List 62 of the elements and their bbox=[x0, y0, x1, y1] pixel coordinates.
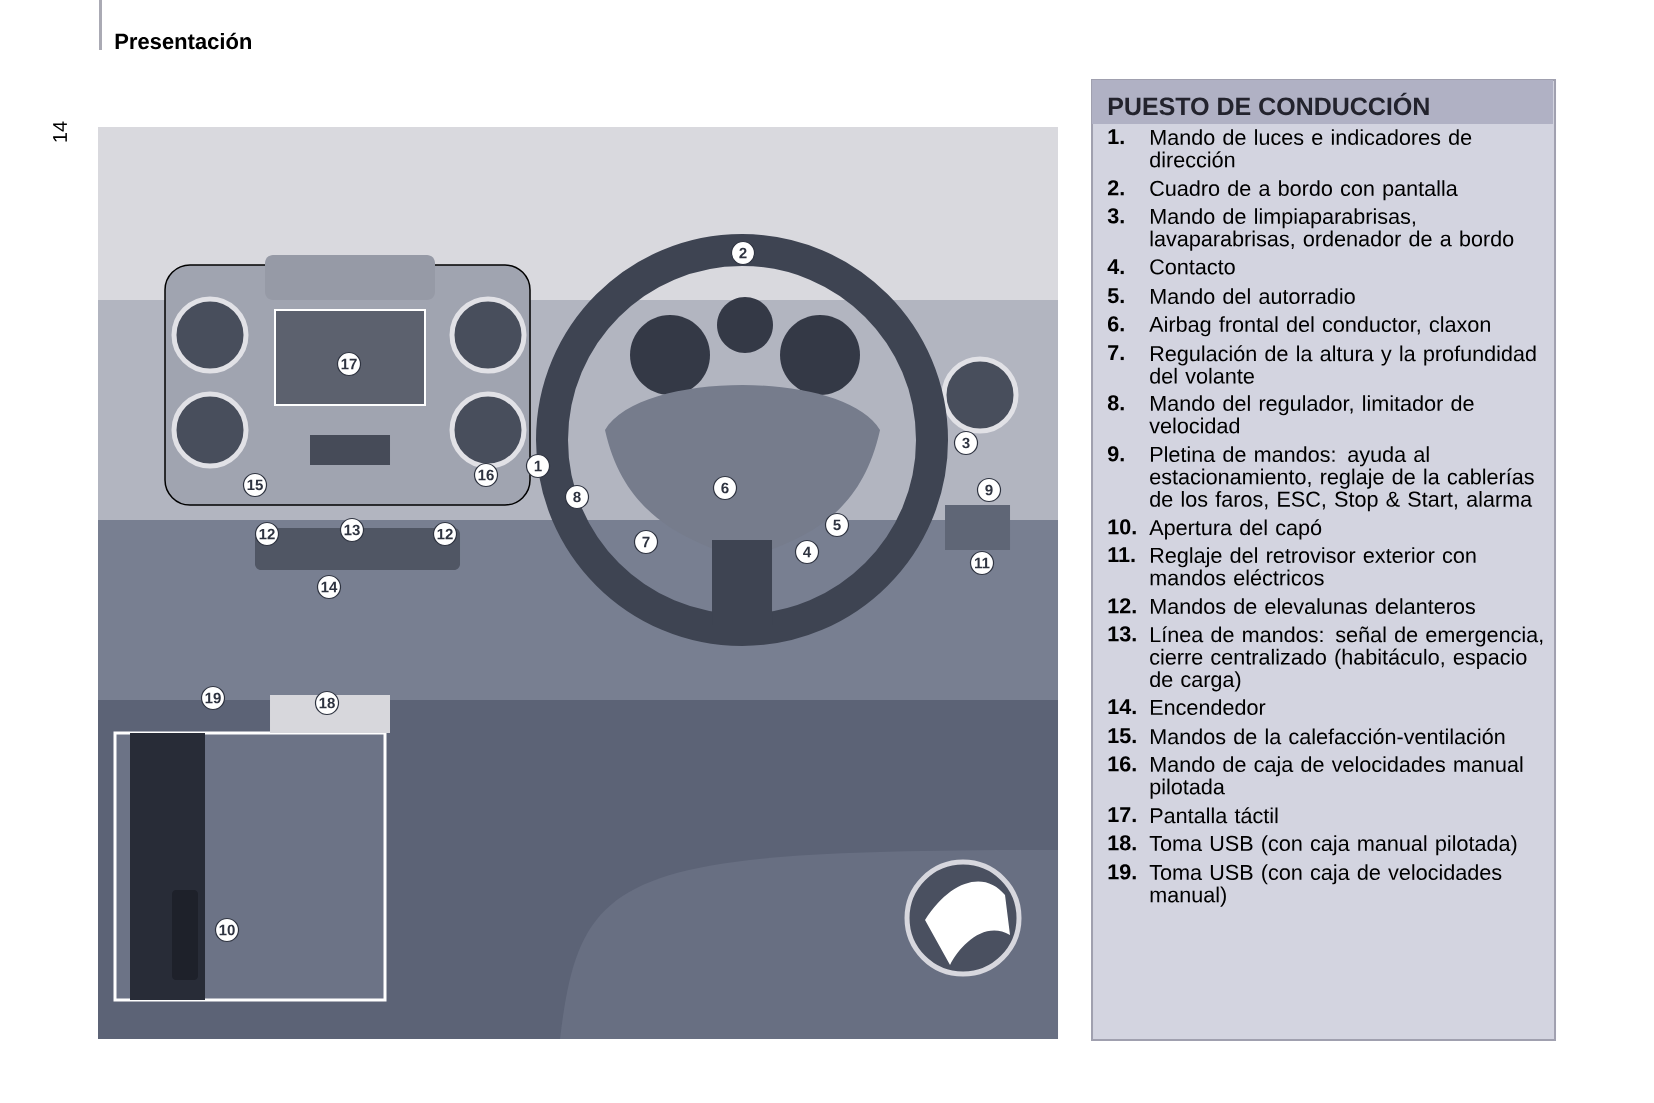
item-number: 19. bbox=[1108, 864, 1136, 880]
callout-number: 9 bbox=[976, 477, 1002, 503]
item-number: 17. bbox=[1108, 807, 1136, 823]
callout-number: 6 bbox=[712, 475, 738, 501]
item-number: 11. bbox=[1108, 547, 1135, 563]
item-number: 14. bbox=[1108, 699, 1136, 715]
item-text: Encendedor bbox=[1151, 699, 1266, 716]
callout-number: 1 bbox=[525, 453, 551, 479]
item-text: Airbag frontal del conductor, claxon bbox=[1149, 316, 1490, 337]
item-number: 9. bbox=[1107, 446, 1124, 462]
item-text: Cuadro de a bordo con pantalla bbox=[1150, 180, 1458, 201]
callout-number: 2 bbox=[730, 240, 756, 266]
page-number: 14 bbox=[53, 121, 67, 142]
callout-number: 5 bbox=[824, 512, 850, 538]
item-text: Pletina de mandos: ayuda al estacionamiento, reglaje de la cablerías de los faros, ESC, Stop & Start, alarma bbox=[1150, 446, 1534, 512]
item-number: 16. bbox=[1108, 756, 1136, 772]
item-number: 1. bbox=[1108, 129, 1124, 145]
item-number: 4. bbox=[1107, 259, 1124, 275]
item-text: Toma USB (con caja de velocidades manual) bbox=[1149, 864, 1502, 907]
item-text: Mandos de elevalunas delanteros bbox=[1151, 598, 1475, 615]
item-text: Contacto bbox=[1150, 259, 1235, 275]
item-number: 13. bbox=[1108, 626, 1136, 642]
item-text: Reglaje del retrovisor exterior con mandos eléctricos bbox=[1150, 547, 1476, 586]
callout-number: 4 bbox=[794, 539, 820, 565]
callout-number: 19 bbox=[200, 685, 226, 711]
item-text: Mando de limpiaparabrisas, lavaparabrisas, ordenador de a bordo bbox=[1150, 208, 1514, 251]
item-number: 2. bbox=[1107, 180, 1124, 196]
callout-number: 13 bbox=[339, 517, 365, 543]
section-title: Presentación bbox=[115, 32, 251, 50]
item-number: 7. bbox=[1108, 345, 1124, 361]
item-text: Apertura del capó bbox=[1149, 519, 1322, 540]
list-panel bbox=[1091, 79, 1556, 1041]
item-number: 10. bbox=[1108, 519, 1136, 535]
item-text: Mandos de la calefacción-ventilación bbox=[1151, 728, 1505, 745]
callout-number: 11 bbox=[969, 550, 995, 576]
callout-number: 14 bbox=[316, 574, 342, 600]
item-text: Mando del autorradio bbox=[1151, 288, 1355, 305]
heading: PUESTO DE CONDUCCIÓN bbox=[1108, 92, 1429, 116]
callout-number: 16 bbox=[473, 462, 499, 488]
callout-number: 15 bbox=[242, 472, 268, 498]
callout-number: 8 bbox=[564, 484, 590, 510]
callout-number: 12 bbox=[254, 521, 280, 547]
item-text: Mando de caja de velocidades manual pilotada bbox=[1150, 756, 1523, 799]
item-number: 5. bbox=[1107, 288, 1124, 304]
item-number: 15. bbox=[1108, 728, 1136, 744]
callout-number: 7 bbox=[633, 529, 659, 555]
callout-number: 17 bbox=[336, 351, 362, 377]
callout-number: 18 bbox=[314, 690, 340, 716]
item-text: Línea de mandos: señal de emergencia, cierre centralizado (habitáculo, espacio de carga) bbox=[1150, 626, 1543, 692]
callout-number: 12 bbox=[432, 521, 458, 547]
item-number: 6. bbox=[1108, 316, 1124, 332]
callout-number: 3 bbox=[953, 430, 979, 456]
callout-number: 10 bbox=[214, 917, 240, 943]
item-text: Regulación de la altura y la profundidad del volante bbox=[1150, 345, 1536, 384]
item-number: 12. bbox=[1108, 598, 1136, 614]
item-text: Toma USB (con caja manual pilotada) bbox=[1149, 835, 1517, 856]
item-text: Mando del regulador, limitador de velocidad bbox=[1149, 395, 1474, 434]
item-number: 18. bbox=[1108, 835, 1136, 851]
item-text: Mando de luces e indicadores de dirección bbox=[1150, 129, 1472, 168]
item-number: 8. bbox=[1107, 395, 1124, 411]
item-text: Pantalla táctil bbox=[1151, 807, 1278, 824]
item-number: 3. bbox=[1107, 208, 1124, 224]
